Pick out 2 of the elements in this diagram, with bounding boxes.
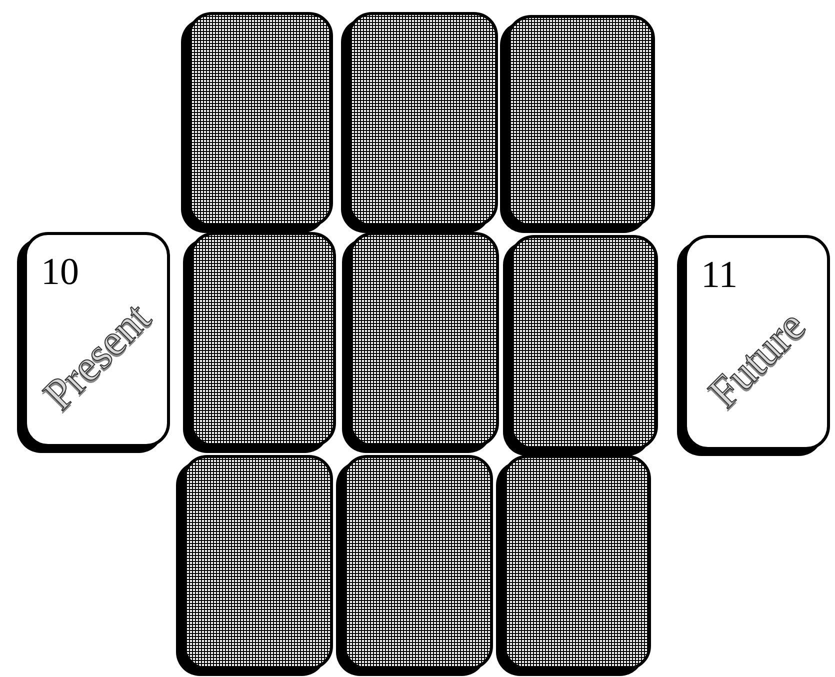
card-number: 11: [701, 256, 738, 294]
card-number: 10: [41, 253, 79, 291]
